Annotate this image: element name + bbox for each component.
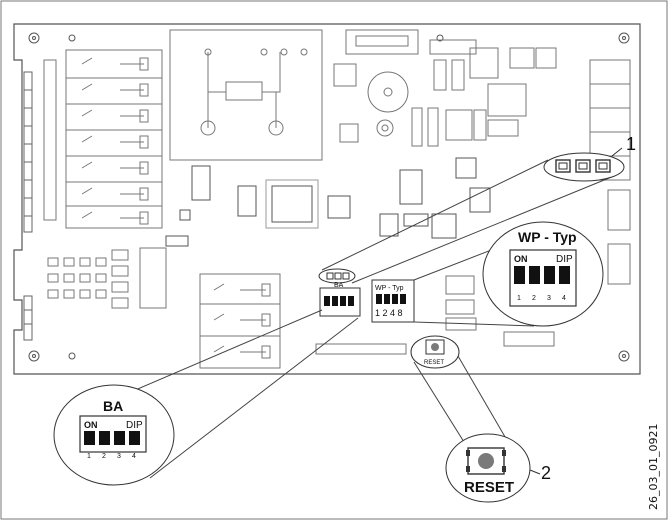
left-bottom-components — [47, 247, 167, 309]
relay-block-bottom — [199, 273, 407, 369]
board-wp-typ-numbers: 1 2 4 8 — [375, 308, 403, 318]
leader-lines — [111, 159, 615, 479]
reset-button-icon — [478, 453, 494, 469]
reset-label: RESET — [464, 479, 514, 496]
wp-typ-switch-1: 1 — [517, 295, 521, 302]
callout-2-leader — [529, 469, 541, 475]
top-right-components — [333, 29, 557, 147]
ba-switch-4: 4 — [132, 453, 136, 460]
wp-typ-switch-3: 3 — [547, 295, 551, 302]
wp-typ-zoom: WP - Typ ON DIP 1 2 3 4 — [482, 221, 604, 327]
wp-typ-dip-label: DIP — [556, 254, 573, 265]
board-dip-ba: BA — [319, 282, 361, 317]
callout-connector-zoom — [543, 147, 625, 182]
ba-switch-1: 1 — [87, 453, 91, 460]
ba-on-label: ON — [84, 420, 98, 430]
left-edge-connector — [23, 71, 33, 341]
callout-2-number: 2 — [541, 463, 551, 483]
reset-zoom: RESET — [445, 433, 531, 503]
ba-title: BA — [103, 398, 123, 414]
wp-typ-switch-4: 4 — [562, 295, 566, 302]
figure-code: 26_03_01_0921 — [647, 424, 660, 511]
board-small-connector — [318, 268, 356, 284]
board-dip-wp-typ: WP - Typ 1 2 4 8 — [371, 279, 415, 323]
pcb-board — [13, 23, 641, 375]
transformer — [169, 29, 323, 161]
board-wp-typ-label: WP - Typ — [375, 285, 404, 292]
callout-1-number: 1 — [626, 134, 636, 154]
board-ba-label: BA — [334, 282, 344, 289]
wp-typ-title: WP - Typ — [518, 229, 577, 245]
microcontroller — [165, 157, 491, 247]
ba-zoom: BA ON DIP 1 2 3 4 — [53, 384, 175, 486]
right-middle-components — [445, 275, 555, 347]
wp-typ-switch-2: 2 — [532, 295, 536, 302]
ba-switch-3: 3 — [117, 453, 121, 460]
ba-switch-2: 2 — [102, 453, 106, 460]
ba-dip-label: DIP — [126, 420, 143, 431]
board-reset-button: RESET — [410, 335, 460, 369]
board-reset-label: RESET — [424, 360, 444, 366]
mounting-holes — [28, 32, 630, 362]
wp-typ-on-label: ON — [514, 254, 528, 264]
relay-block-left — [43, 49, 163, 229]
